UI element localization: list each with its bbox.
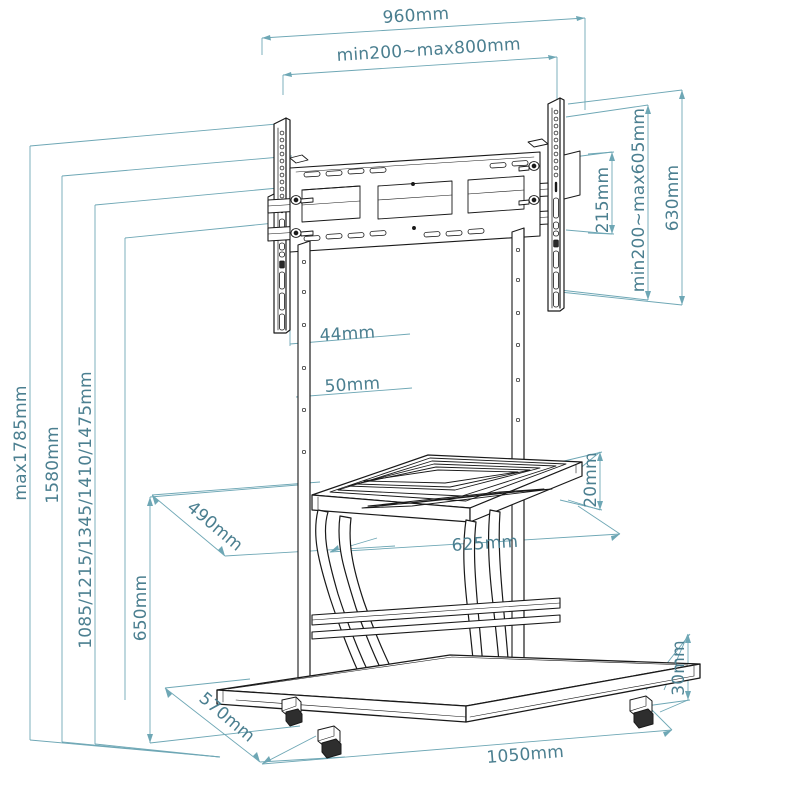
product-linework <box>216 97 701 759</box>
wall-plate-bracket <box>267 138 549 253</box>
dim-label-50: 50mm <box>324 374 381 397</box>
vertical-vesa-rail-left <box>267 117 291 334</box>
dim-label-max1785: max1785mm <box>11 385 31 500</box>
dim-label-44: 44mm <box>319 323 376 346</box>
dim-605 <box>559 104 649 301</box>
dim-label-1580: 1580mm <box>43 426 63 504</box>
dim-215 <box>565 151 615 235</box>
dim-label-630: 630mm <box>663 165 683 232</box>
dim-label-1050: 1050mm <box>486 742 565 768</box>
dim-label-650: 650mm <box>131 575 151 642</box>
vertical-vesa-rail-right <box>547 97 581 312</box>
dim-label-vesa-height: min200~max605mm <box>629 108 649 292</box>
dim-50 <box>295 387 413 398</box>
dim-left-extensions <box>29 122 306 758</box>
media-shelf-tray <box>311 454 583 523</box>
dim-630 <box>559 89 683 306</box>
dim-label-screen-heights: 1085/1215/1345/1410/1475mm <box>76 371 96 649</box>
caster-wheels <box>281 695 654 759</box>
dim-label-960: 960mm <box>382 4 450 28</box>
dim-label-20: 20mm <box>581 452 601 508</box>
dim-20 <box>559 451 603 511</box>
dim-label-215: 215mm <box>593 167 613 234</box>
lower-cross-rails <box>311 597 561 640</box>
base-platform <box>216 654 701 723</box>
dim-570 <box>164 678 346 763</box>
dim-label-625: 625mm <box>451 532 519 556</box>
dimension-arrowheads <box>147 16 691 764</box>
dim-label-30: 30mm <box>669 640 689 696</box>
dim-960 <box>261 17 586 110</box>
upright-column-left <box>297 240 311 704</box>
